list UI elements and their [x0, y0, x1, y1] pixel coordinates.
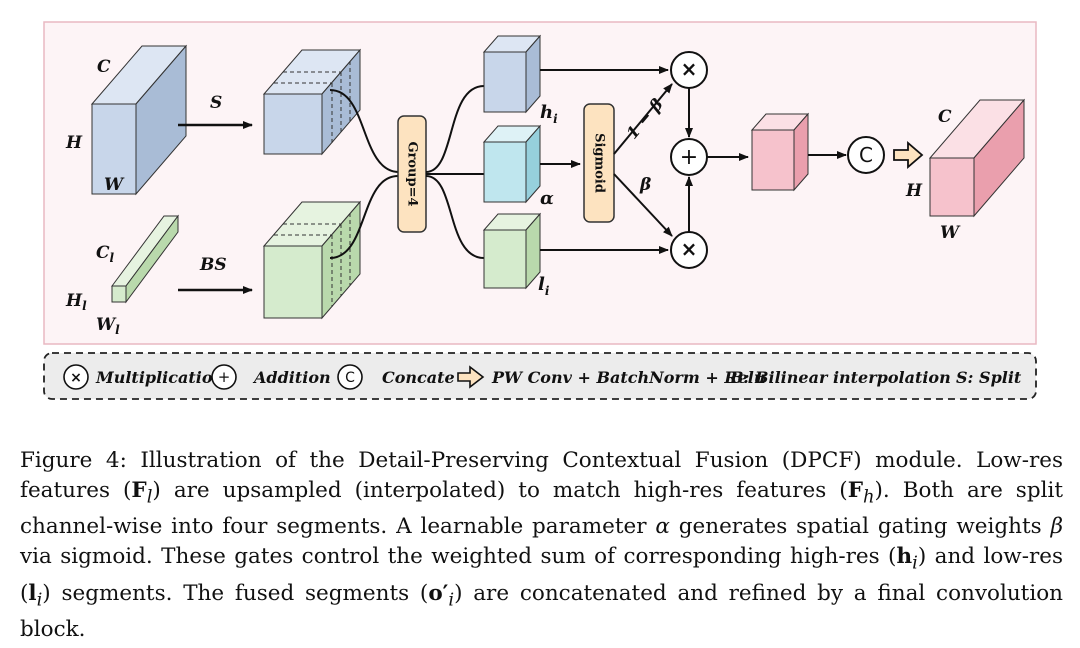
- arrow-sigmoid-to-mult-bottom: [613, 173, 673, 237]
- caption-part: ) segments. The fused segments (: [42, 580, 429, 606]
- label-alpha: α: [540, 188, 554, 209]
- caption-part: generates spatial gating weights: [669, 514, 1051, 540]
- label-s: S: [210, 93, 222, 113]
- concat-symbol: C: [859, 143, 873, 167]
- legend-add-symbol: +: [218, 368, 231, 386]
- caption-part: via sigmoid. These gates control the wei…: [20, 544, 897, 570]
- caption-symbol-beta: β: [1050, 514, 1063, 540]
- concat-circle: [847, 136, 885, 174]
- caption-symbol-h: h: [896, 544, 913, 570]
- sigmoid-label: Sigmoid: [592, 133, 607, 193]
- caption-text: Figure 4: Illustration of the Detail-Pre…: [20, 446, 1063, 645]
- dpcf-diagram: C H W S Cl Hl Wl BS Group=4: [43, 21, 1037, 400]
- label-h-out: H: [905, 181, 923, 201]
- label-w-top: W: [104, 175, 125, 195]
- legend-b-text: B: Bilinear interpolation: [729, 368, 951, 387]
- input-high-res-cube: [90, 44, 188, 196]
- label-hl: Hl: [65, 291, 87, 313]
- label-hi: hi: [540, 102, 558, 126]
- legend-box: [43, 352, 1037, 400]
- connector-bottom-to-group: [329, 175, 399, 259]
- legend-add-icon: [211, 364, 237, 390]
- caption-part: ) are upsampled (interpolated) to match …: [152, 478, 848, 503]
- label-bs: BS: [199, 255, 227, 275]
- split-low-res-cube: [262, 200, 362, 320]
- label-w-out: W: [940, 223, 961, 243]
- fused-cube: [750, 112, 810, 192]
- caption-sub-i: i: [36, 588, 43, 610]
- legend-concat-symbol: C: [345, 370, 355, 386]
- sigmoid-box: [583, 103, 615, 223]
- connector-group-to-li: [425, 175, 485, 259]
- hi-cube: [482, 34, 542, 114]
- input-low-res-cube: [111, 214, 179, 304]
- alpha-cube: [482, 124, 542, 204]
- legend-s-text: S: Split: [956, 368, 1022, 387]
- mult-symbol-bottom: ×: [681, 237, 698, 261]
- connector-top-to-group: [329, 89, 399, 173]
- legend-add-text: Addition: [252, 368, 331, 387]
- add-symbol: +: [680, 145, 698, 170]
- caption-symbol-o: o′: [428, 580, 449, 606]
- legend-pw-arrow-icon: [457, 365, 485, 389]
- caption-part: Figure 4: Illustration of the Detail-Pre…: [20, 448, 1063, 503]
- arrow-sigmoid-to-mult-top: [613, 83, 673, 155]
- caption-sub-i: i: [448, 588, 455, 610]
- caption-part: ) and low-res (: [20, 544, 1063, 606]
- caption-symbol-F: F: [131, 478, 147, 503]
- label-c-out: C: [938, 107, 952, 127]
- connector-group-to-hi: [425, 85, 485, 173]
- li-cube: [482, 212, 542, 290]
- group-label: Group=4: [405, 141, 420, 206]
- caption-symbol-l: l: [28, 580, 37, 606]
- legend-concat-icon: [337, 364, 363, 390]
- pw-conv-arrow: [893, 141, 924, 169]
- caption-symbol-F: F: [847, 478, 863, 503]
- label-h-top: H: [65, 133, 83, 153]
- legend-mult-text: Multiplication: [95, 368, 224, 387]
- legend-mult-symbol: ×: [70, 370, 82, 386]
- caption-part: ). Both are split channel-wise into four…: [20, 478, 1063, 540]
- caption-part: ) are concatenated and refined by a fina…: [20, 580, 1063, 642]
- caption-sub-h: h: [862, 486, 875, 508]
- legend-concat-text: Concate: [382, 368, 455, 387]
- legend-mult-icon: [63, 364, 89, 390]
- label-c-top: C: [97, 57, 111, 77]
- label-cl: Cl: [96, 243, 115, 265]
- label-li: li: [538, 274, 550, 298]
- legend-pw-text: PW Conv + BatchNorm + Relu: [491, 368, 766, 387]
- label-beta: β: [639, 175, 651, 195]
- figure-caption: Figure 4: Illustration of the Detail-Pre…: [20, 446, 1063, 645]
- caption-sub-i: i: [912, 552, 918, 574]
- caption-sub-l: l: [146, 486, 153, 508]
- mult-symbol-top: ×: [681, 57, 698, 81]
- split-high-res-cube: [262, 48, 362, 156]
- label-wl: Wl: [96, 315, 120, 337]
- caption-symbol-alpha: α: [655, 514, 670, 540]
- output-cube: [928, 98, 1026, 218]
